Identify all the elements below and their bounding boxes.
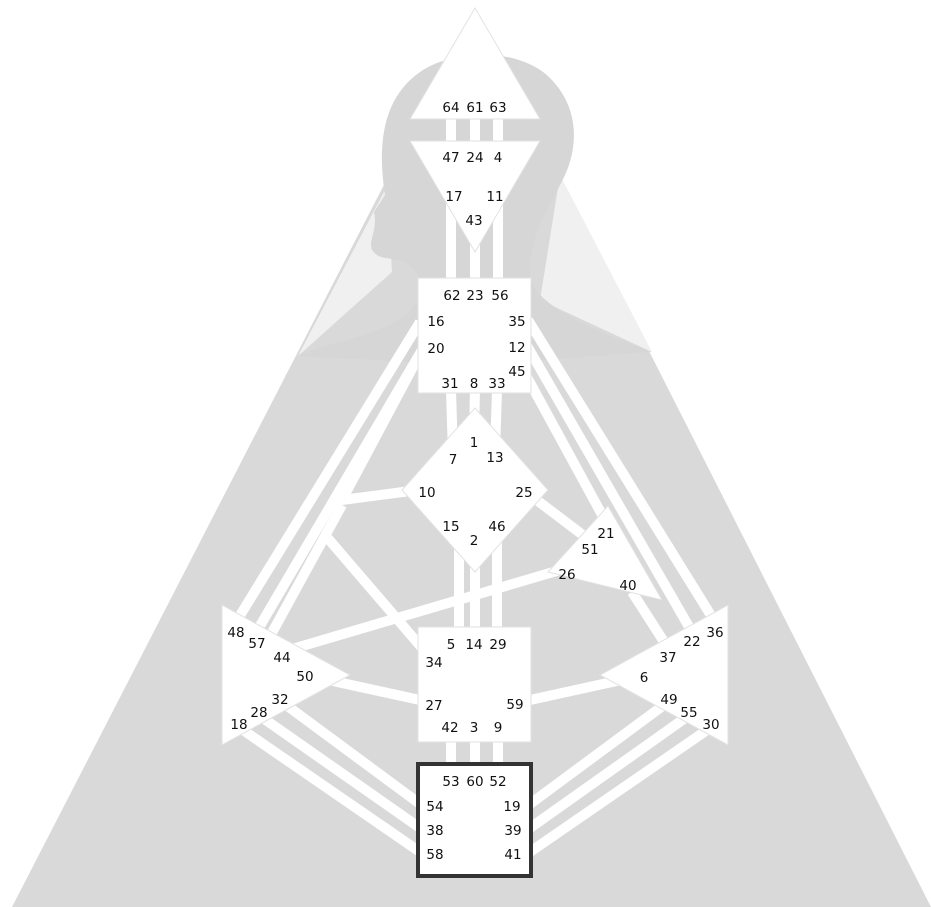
gate-19-label: 19 [503, 799, 520, 815]
shoulder-highlight-right [540, 175, 652, 352]
gate-8-label: 8 [470, 376, 479, 392]
gate-40-label: 40 [619, 578, 636, 594]
gate-20-label: 20 [427, 341, 444, 357]
root-center[interactable] [416, 762, 533, 878]
gate-26-label: 26 [558, 567, 575, 583]
center-layer [221, 7, 729, 878]
ch-35-36-channel [523, 317, 720, 625]
gate-64-label: 64 [442, 100, 459, 116]
gate-23-label: 23 [466, 288, 483, 304]
gate-47-label: 47 [442, 150, 459, 166]
gate-59-label: 59 [506, 697, 523, 713]
gate-55-label: 55 [680, 705, 697, 721]
sacral-center[interactable] [417, 626, 532, 743]
gate-10-label: 10 [418, 485, 435, 501]
gate-28-label: 28 [250, 705, 267, 721]
gate-48-label: 48 [227, 625, 244, 641]
gate-54-label: 54 [426, 799, 443, 815]
ch-28-38-channel [257, 711, 423, 833]
ch-49-19-channel [527, 697, 671, 809]
ch-40-37-channel [627, 589, 673, 651]
head-center[interactable] [409, 7, 541, 120]
gate-42-label: 42 [441, 720, 458, 736]
ch-32-54-channel [279, 697, 423, 809]
gate-49-label: 49 [660, 692, 677, 708]
gate-33-label: 33 [488, 376, 505, 392]
ch-12-22-channel [521, 341, 697, 635]
solar-plexus-center[interactable] [598, 604, 729, 746]
gate-1-label: 1 [470, 435, 479, 451]
gate-16-label: 16 [427, 314, 444, 330]
gate-36-label: 36 [706, 625, 723, 641]
gate-3-label: 3 [470, 720, 479, 736]
gate-14-label: 14 [465, 637, 482, 653]
gate-31-label: 31 [441, 376, 458, 392]
gate-25-label: 25 [515, 485, 532, 501]
gate-17-label: 17 [445, 189, 462, 205]
gate-37-label: 37 [659, 650, 676, 666]
gate-58-label: 58 [426, 847, 443, 863]
ch-45-21-channel [517, 365, 611, 525]
gate-27-label: 27 [425, 698, 442, 714]
gate-61-label: 61 [466, 100, 483, 116]
gate-38-label: 38 [426, 823, 443, 839]
gate-2-label: 2 [470, 533, 479, 549]
ch-16-48-channel [231, 319, 425, 625]
gate-35-label: 35 [508, 314, 525, 330]
gate-5-label: 5 [447, 637, 456, 653]
gate-18-label: 18 [230, 717, 247, 733]
gate-11-label: 11 [486, 189, 503, 205]
gate-12-label: 12 [508, 340, 525, 356]
heart-center[interactable] [547, 505, 664, 601]
gate-7-label: 7 [449, 452, 458, 468]
spleen-center[interactable] [221, 604, 352, 746]
ch-55-39-channel [527, 711, 691, 833]
gate-21-label: 21 [597, 526, 614, 542]
gate-4-label: 4 [494, 150, 503, 166]
ch-10-20-channel [333, 347, 427, 507]
gate-6-label: 6 [640, 670, 649, 686]
gate-57-label: 57 [248, 636, 265, 652]
g-center-center[interactable] [401, 407, 549, 573]
gate-41-label: 41 [504, 847, 521, 863]
gate-56-label: 56 [491, 288, 508, 304]
gate-46-label: 46 [488, 519, 505, 535]
gate-30-label: 30 [702, 717, 719, 733]
gate-52-label: 52 [489, 774, 506, 790]
gate-32-label: 32 [271, 692, 288, 708]
gate-45-label: 45 [508, 364, 525, 380]
ch-30-41-channel [527, 723, 713, 857]
gate-13-label: 13 [486, 450, 503, 466]
gate-53-label: 53 [442, 774, 459, 790]
gate-62-label: 62 [443, 288, 460, 304]
gate-43-label: 43 [465, 213, 482, 229]
throat-center[interactable] [417, 277, 532, 394]
ch-26-44-channel [280, 565, 562, 657]
gate-34-label: 34 [425, 655, 442, 671]
gate-9-label: 9 [494, 720, 503, 736]
gate-50-label: 50 [296, 669, 313, 685]
gate-24-label: 24 [466, 150, 483, 166]
ch-18-58-channel [237, 723, 423, 857]
gate-51-label: 51 [581, 542, 598, 558]
gate-63-label: 63 [489, 100, 506, 116]
ch-10-57-a-channel [263, 502, 347, 643]
shoulder-highlight-left [298, 160, 392, 356]
gate-29-label: 29 [489, 637, 506, 653]
ajna-center[interactable] [409, 140, 541, 253]
gate-44-label: 44 [273, 650, 290, 666]
gate-39-label: 39 [504, 823, 521, 839]
ch-34-57-channel [321, 531, 426, 652]
gate-15-label: 15 [442, 519, 459, 535]
gate-22-label: 22 [683, 634, 700, 650]
gate-60-label: 60 [466, 774, 483, 790]
